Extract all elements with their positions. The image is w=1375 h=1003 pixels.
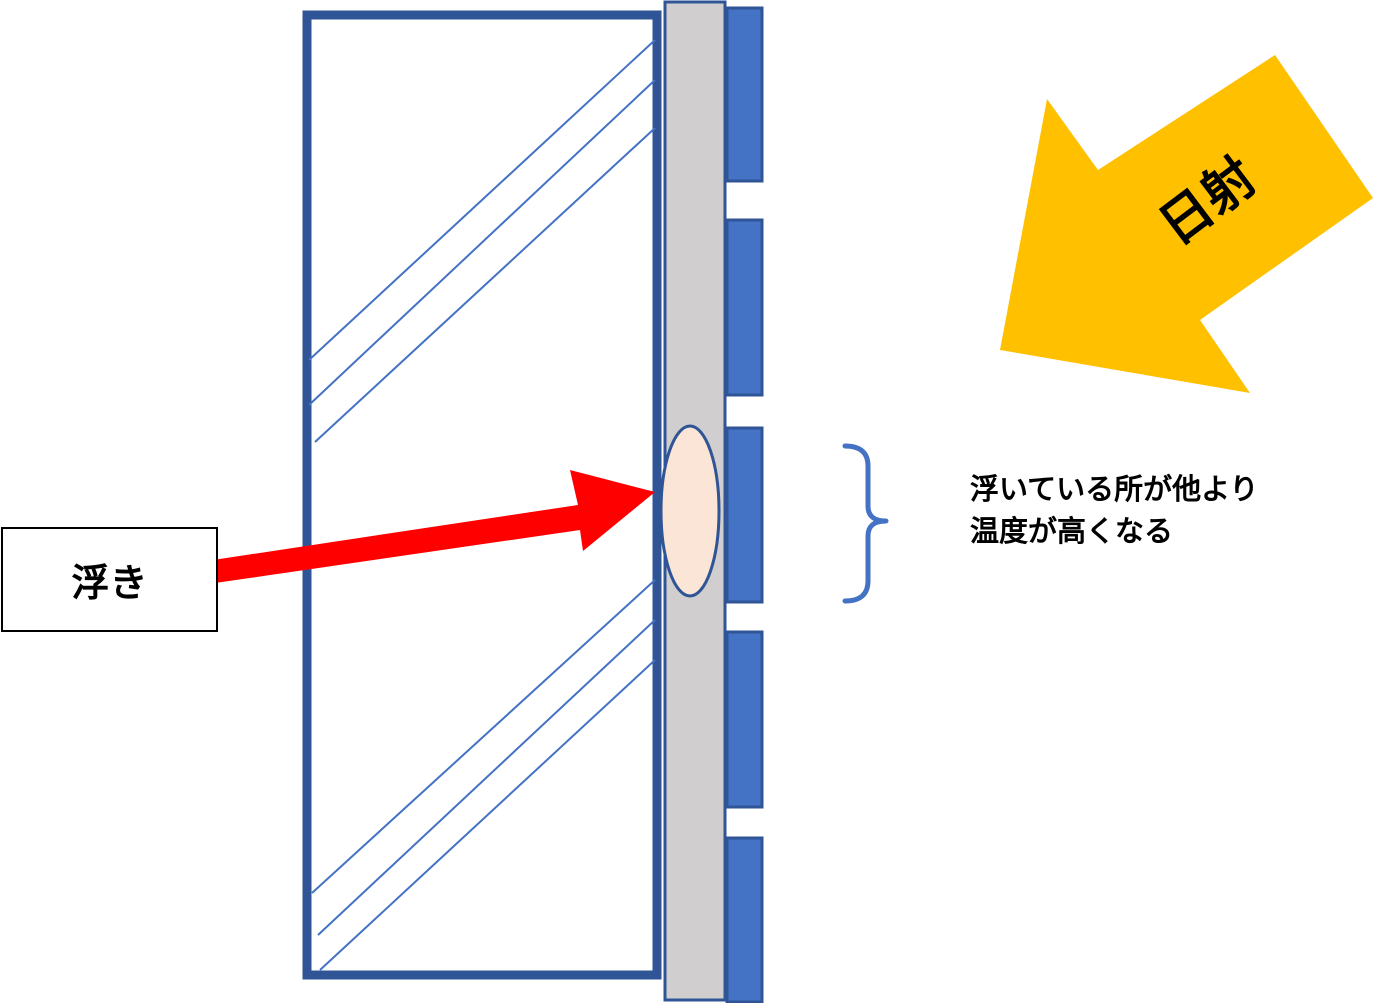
note-line-2: 温度が高くなる xyxy=(970,514,1174,548)
tile xyxy=(725,836,764,1003)
sunlight-arrow xyxy=(1000,55,1373,393)
tile xyxy=(725,6,764,183)
glass-hatch-lower xyxy=(311,579,656,971)
glass-hatch-upper xyxy=(308,39,656,443)
void-ellipse xyxy=(659,424,721,598)
temperature-note: 浮いている所が他より 温度が高くなる xyxy=(970,468,1259,552)
red-arrow xyxy=(213,470,655,583)
float-label: 浮き xyxy=(71,561,148,605)
curly-bracket xyxy=(842,443,889,604)
tiles xyxy=(725,6,764,1003)
tile xyxy=(725,426,764,604)
tile xyxy=(725,218,764,397)
note-line-1: 浮いている所が他より xyxy=(970,472,1259,506)
tile xyxy=(725,630,764,809)
float-label-box: 浮き xyxy=(1,527,218,632)
